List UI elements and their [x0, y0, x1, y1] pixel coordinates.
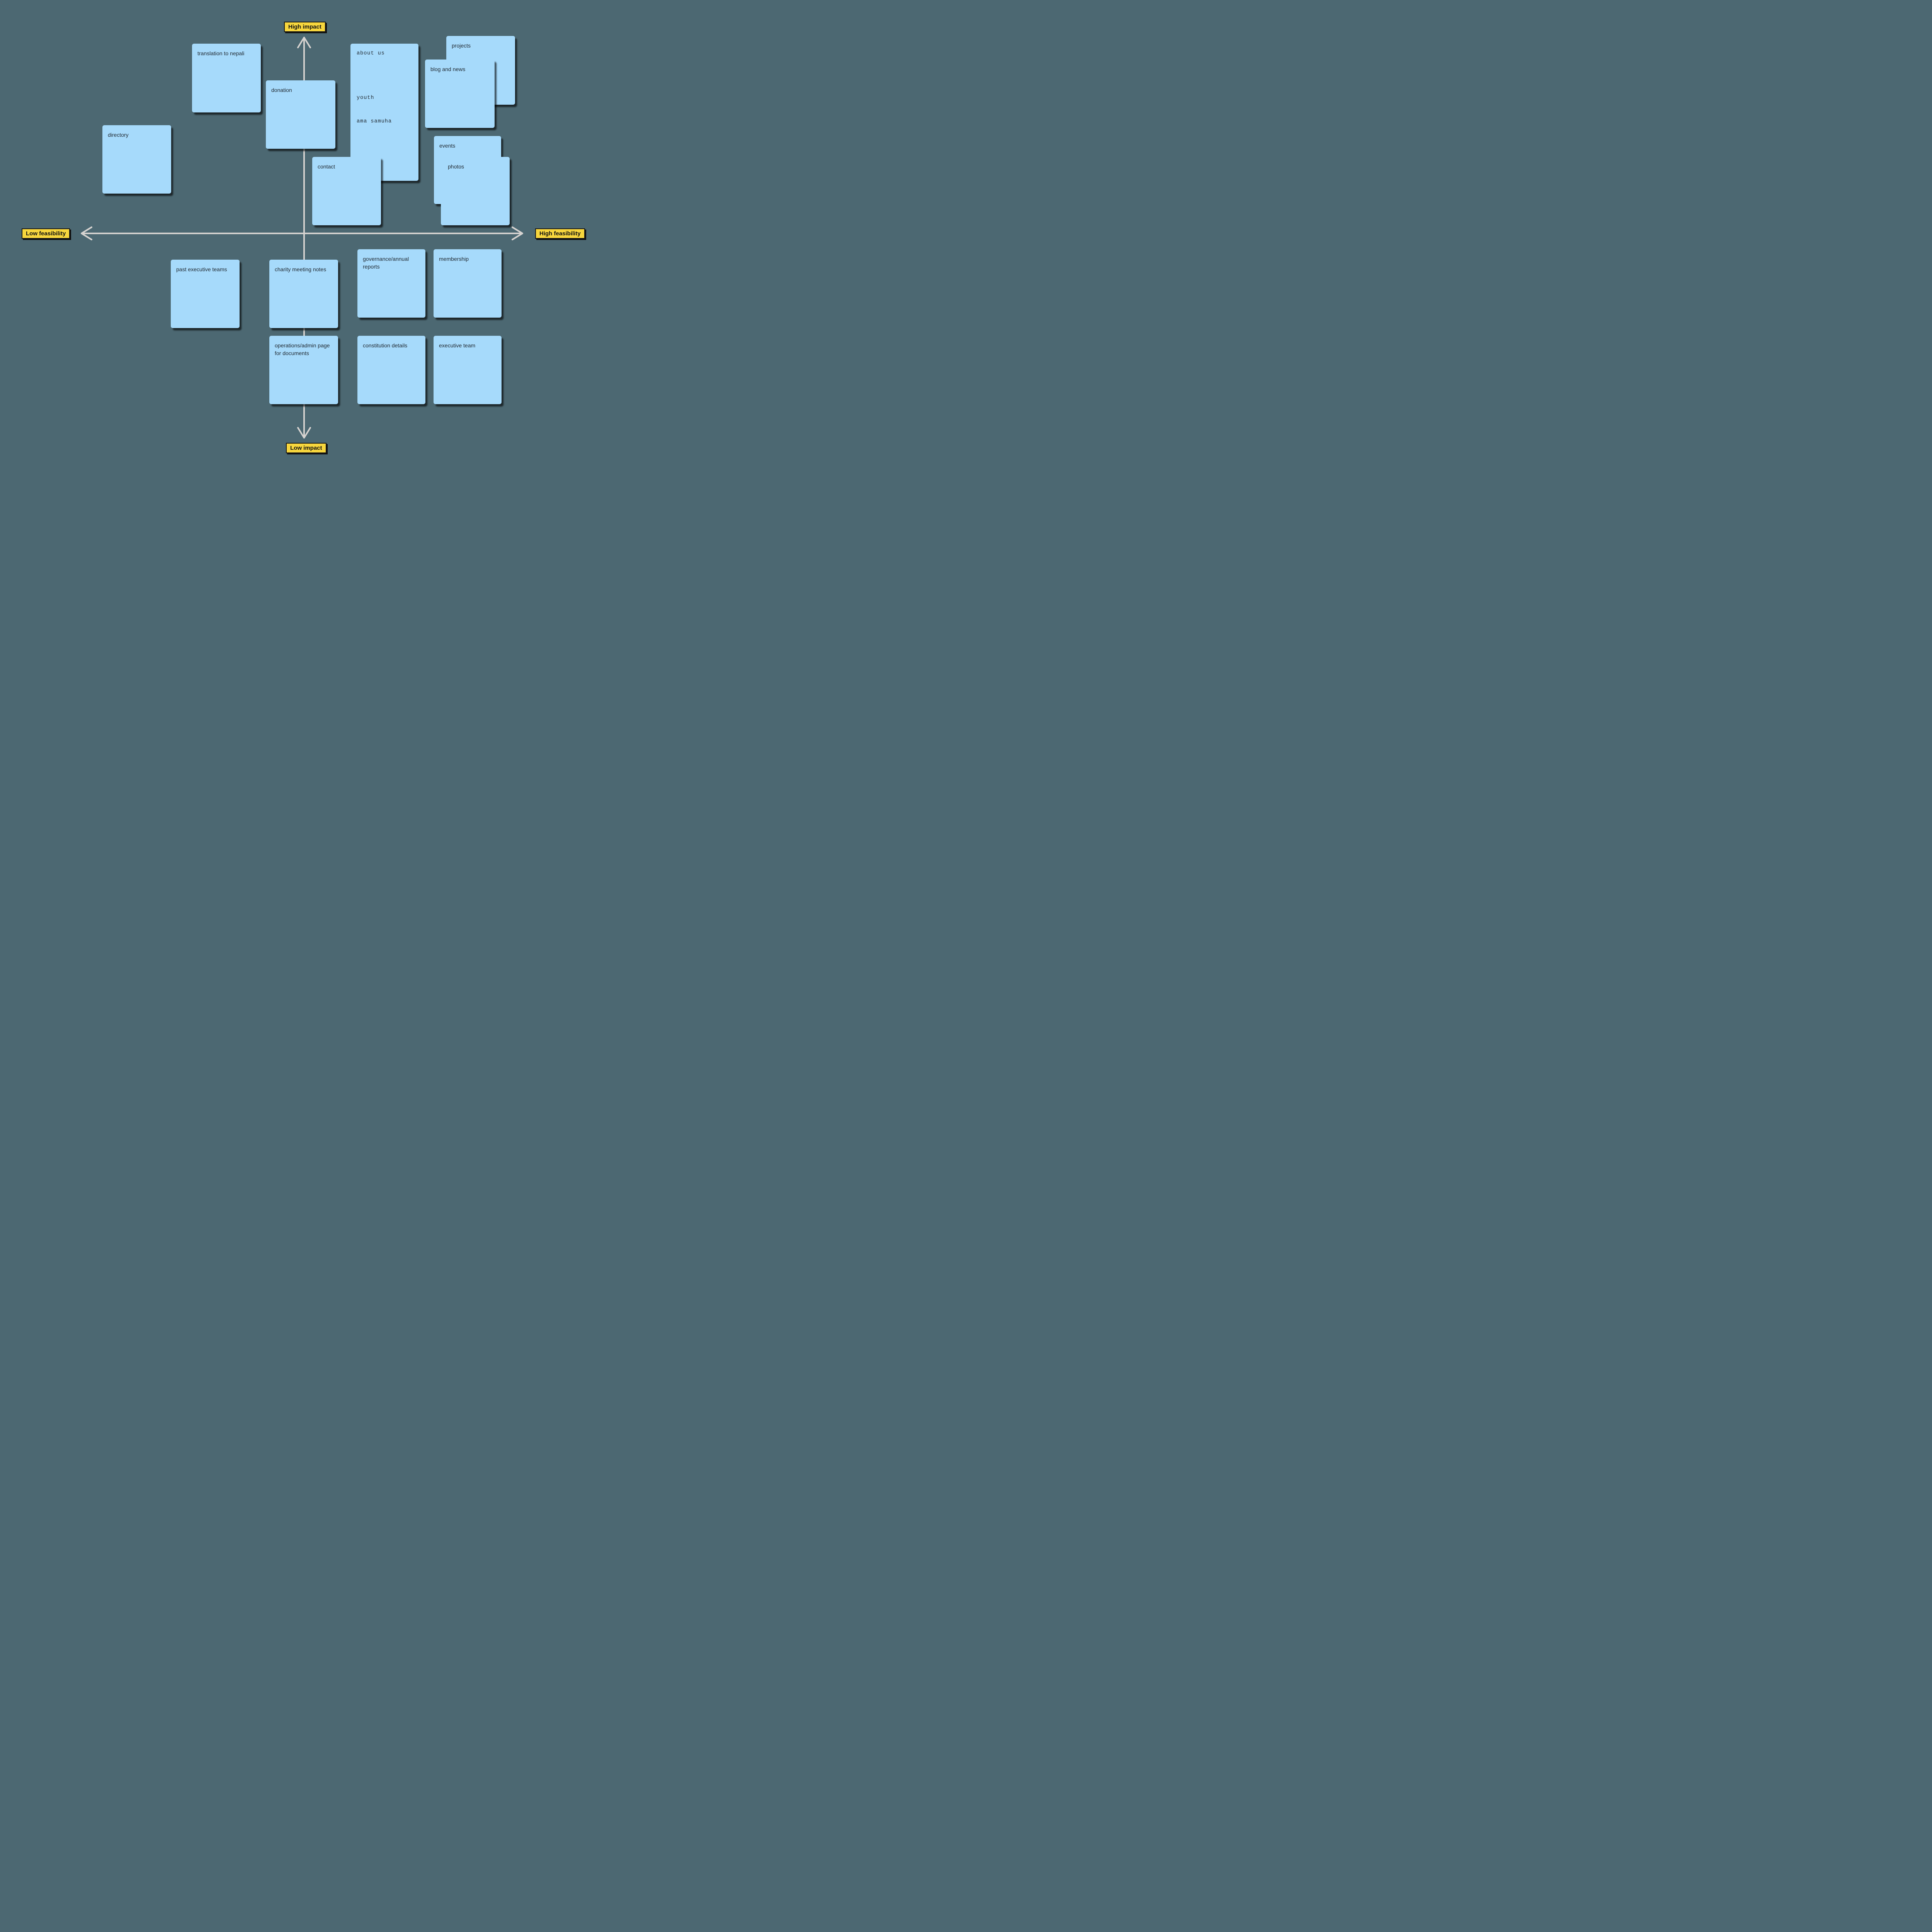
- sticky-note-text: about us: [357, 51, 385, 56]
- sticky-note-text: contact: [318, 163, 335, 170]
- sticky-note-about-us[interactable]: about us youth ama samuha: [350, 44, 418, 181]
- sticky-note-donation[interactable]: donation: [266, 80, 335, 149]
- sticky-note-text: photos: [448, 163, 464, 170]
- sticky-note-text: charity meeting notes: [275, 266, 327, 272]
- sticky-note-text: membership: [439, 256, 469, 262]
- sticky-note-text: blog and news: [430, 66, 466, 72]
- down-arrowhead-icon: [297, 427, 311, 439]
- sticky-note-text: directory: [108, 132, 129, 138]
- sticky-note-governance-annual-reports[interactable]: governance/annual reports: [357, 249, 425, 318]
- axis-label-low-impact[interactable]: Low impact: [286, 443, 327, 453]
- prioritization-matrix-canvas: translation to nepali donation about us …: [0, 0, 606, 474]
- sticky-note-text: constitution details: [363, 342, 408, 349]
- sticky-note-text: executive team: [439, 342, 476, 349]
- sticky-note-text: donation: [271, 87, 292, 93]
- axis-label-high-feasibility[interactable]: High feasibility: [535, 228, 585, 239]
- sticky-note-text: youth: [357, 95, 374, 101]
- sticky-note-contact[interactable]: contact: [312, 157, 381, 225]
- axis-label-high-impact[interactable]: High impact: [284, 22, 326, 32]
- sticky-note-operations-admin-page[interactable]: operations/admin page for documents: [269, 336, 338, 404]
- sticky-note-text: governance/annual reports: [363, 256, 409, 270]
- sticky-note-constitution-details[interactable]: constitution details: [357, 336, 425, 404]
- sticky-note-text: ama samuha: [357, 119, 392, 124]
- left-arrowhead-icon: [81, 226, 92, 240]
- sticky-note-charity-meeting-notes[interactable]: charity meeting notes: [269, 260, 338, 328]
- sticky-note-text: projects: [452, 43, 471, 49]
- sticky-note-past-executive-teams[interactable]: past executive teams: [171, 260, 240, 328]
- sticky-note-directory[interactable]: directory: [102, 125, 171, 194]
- sticky-note-blog-and-news[interactable]: blog and news: [425, 60, 495, 128]
- sticky-note-executive-team[interactable]: executive team: [434, 336, 502, 404]
- sticky-note-text: past executive teams: [176, 266, 227, 272]
- right-arrowhead-icon: [512, 226, 523, 240]
- up-arrowhead-icon: [297, 37, 311, 48]
- axis-label-low-feasibility[interactable]: Low feasibility: [22, 228, 70, 239]
- sticky-note-photos[interactable]: photos: [441, 157, 510, 225]
- sticky-note-translation-to-nepali[interactable]: translation to nepali: [192, 44, 261, 112]
- sticky-note-text: translation to nepali: [197, 50, 245, 56]
- sticky-note-membership[interactable]: membership: [434, 249, 502, 318]
- sticky-note-text: operations/admin page for documents: [275, 342, 330, 357]
- sticky-note-text: events: [439, 143, 456, 149]
